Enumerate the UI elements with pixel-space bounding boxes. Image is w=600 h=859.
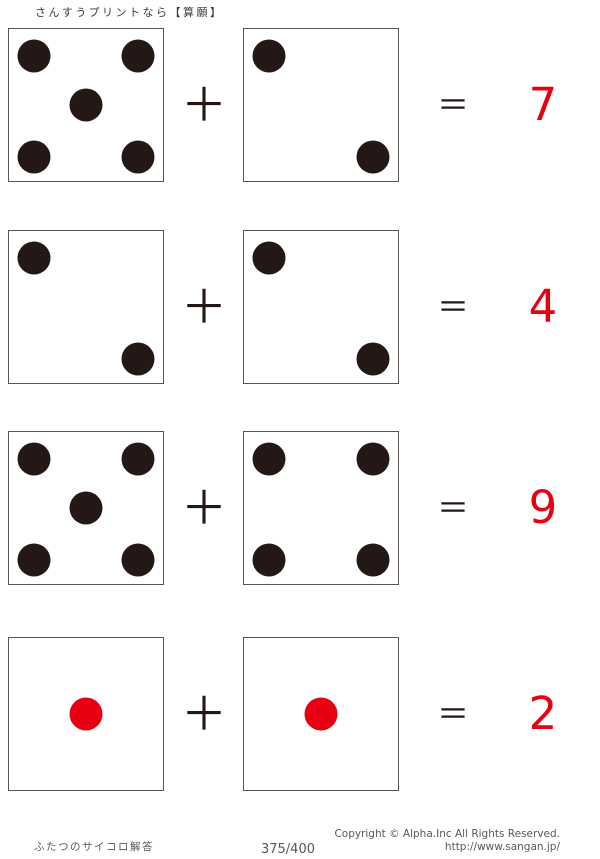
plus-sign: ＋ xyxy=(181,687,227,741)
header-note: さんすうプリントなら【算願】 xyxy=(35,6,224,19)
die-pip xyxy=(356,442,390,476)
copyright-line: Copyright © Alpha.Inc All Rights Reserve… xyxy=(334,828,560,840)
die-pip xyxy=(121,342,155,376)
die-pip xyxy=(356,140,390,174)
right-die xyxy=(243,230,399,384)
die-pip xyxy=(17,39,51,73)
die-pip xyxy=(356,543,390,577)
left-die xyxy=(8,637,164,791)
right-die xyxy=(243,28,399,182)
answer-value: 2 xyxy=(528,687,558,740)
left-die xyxy=(8,230,164,384)
right-die xyxy=(243,431,399,585)
die-pip xyxy=(17,543,51,577)
footer-page-number: 375/400 xyxy=(260,842,315,857)
left-die xyxy=(8,431,164,585)
answer-value: 4 xyxy=(528,280,558,333)
die-pip xyxy=(252,39,286,73)
die-pip xyxy=(69,491,103,525)
die-pip xyxy=(304,697,338,731)
left-die xyxy=(8,28,164,182)
right-die xyxy=(243,637,399,791)
die-pip xyxy=(17,140,51,174)
die-pip xyxy=(17,442,51,476)
die-pip xyxy=(356,342,390,376)
answer-value: 9 xyxy=(528,481,558,534)
die-pip xyxy=(121,140,155,174)
plus-sign: ＋ xyxy=(181,78,227,132)
footer-copyright: Copyright © Alpha.Inc All Rights Reserve… xyxy=(334,828,560,854)
problem-row-4: ＋ ＝ 2 xyxy=(0,637,600,791)
equals-sign: ＝ xyxy=(436,86,469,124)
die-pip xyxy=(121,39,155,73)
answer-value: 7 xyxy=(528,78,558,131)
die-pip xyxy=(69,88,103,122)
die-pip xyxy=(121,442,155,476)
problem-row-3: ＋ ＝ 9 xyxy=(0,431,600,585)
die-pip xyxy=(17,241,51,275)
die-pip xyxy=(252,241,286,275)
copyright-url: http://www.sangan.jp/ xyxy=(444,841,560,853)
problem-row-1: ＋ ＝ 7 xyxy=(0,28,600,182)
equals-sign: ＝ xyxy=(436,288,469,326)
equals-sign: ＝ xyxy=(436,695,469,733)
equals-sign: ＝ xyxy=(436,489,469,527)
problem-row-2: ＋ ＝ 4 xyxy=(0,230,600,384)
die-pip xyxy=(252,442,286,476)
die-pip xyxy=(252,543,286,577)
plus-sign: ＋ xyxy=(181,280,227,334)
die-pip xyxy=(69,697,103,731)
footer-worksheet-title: ふたつのサイコロ解答 xyxy=(34,841,154,853)
plus-sign: ＋ xyxy=(181,481,227,535)
die-pip xyxy=(121,543,155,577)
